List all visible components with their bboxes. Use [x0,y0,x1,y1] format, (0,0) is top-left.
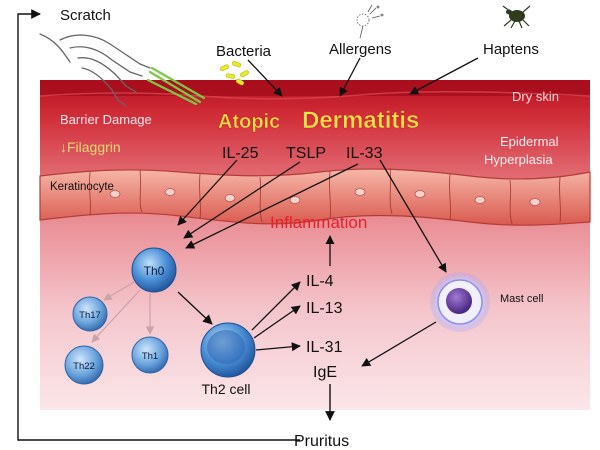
il33-to-mast-arrow [379,159,447,273]
haptens-arrow [409,57,479,95]
il25-to-th0-arrow [177,159,238,226]
hapten-mite-icon [502,5,531,29]
il25-label: IL-25 [222,145,259,162]
th0-to-th2-arrow [177,291,213,325]
epidermal-label: Epidermal [500,134,559,149]
keratinocyte-cells [88,167,562,225]
allergens-label: Allergens [329,41,392,58]
mast-cell: Mast cell [430,272,543,332]
keratinocyte-nuclei [109,188,541,206]
pruritus-label: Pruritus [294,433,349,450]
th2-to-il4-arrow [251,281,301,331]
th1-cell: Th1 [131,336,169,374]
filaggrin-label: ↓Filaggrin [60,139,121,155]
title-atopic: Atopic [218,111,280,133]
hyperplasia-label: Hyperplasia [484,152,553,167]
allergen-dandelion-icon [356,4,384,39]
il31-label: IL-31 [306,339,343,356]
th1-label: Th1 [142,351,158,362]
tslp-label: TSLP [286,145,326,162]
th2-label: Th2 cell [201,381,250,397]
tslp-to-th0-arrow [183,161,301,239]
th2-to-il13-arrow [253,305,301,339]
ige-label: IgE [313,364,337,381]
il13-label: IL-13 [306,300,343,317]
th17-label: Th17 [79,310,101,321]
inflammation-label: Inflammation [270,213,367,232]
il4-label: IL-4 [306,273,334,290]
haptens-label: Haptens [483,41,539,58]
mast-cell-label: Mast cell [500,293,543,305]
th0-to-th22-arrow [91,289,141,343]
bacteria-icon [219,61,249,86]
bacteria-label: Bacteria [216,43,272,60]
th2-cell: Th2 cell [200,322,256,397]
scratch-label: Scratch [60,7,111,24]
allergens-arrow [339,57,361,97]
th17-cell: Th17 [72,296,108,332]
th2-to-il31-arrow [255,342,301,352]
il33-to-th0-arrow [185,163,359,249]
il33-label: IL-33 [346,145,383,162]
keratinocyte-layer [39,168,591,226]
scratch-marks-icon [146,66,206,106]
dry-skin-label: Dry skin [512,89,559,104]
title-dermatitis: Dermatitis [302,107,419,134]
barrier-damage-label: Barrier Damage [60,112,152,127]
scratch-feedback-loop [17,9,300,441]
th22-label: Th22 [73,361,95,372]
keratinocyte-label: Keratinocyte [50,181,114,193]
scratching-hand-icon [39,33,151,107]
th0-to-th17-arrow [103,281,135,301]
th22-cell: Th22 [64,345,104,385]
th0-label: Th0 [144,264,165,278]
bacteria-arrow [247,59,283,97]
th0-cell: Th0 [131,247,177,293]
mast-to-ige-arrow [361,321,437,367]
